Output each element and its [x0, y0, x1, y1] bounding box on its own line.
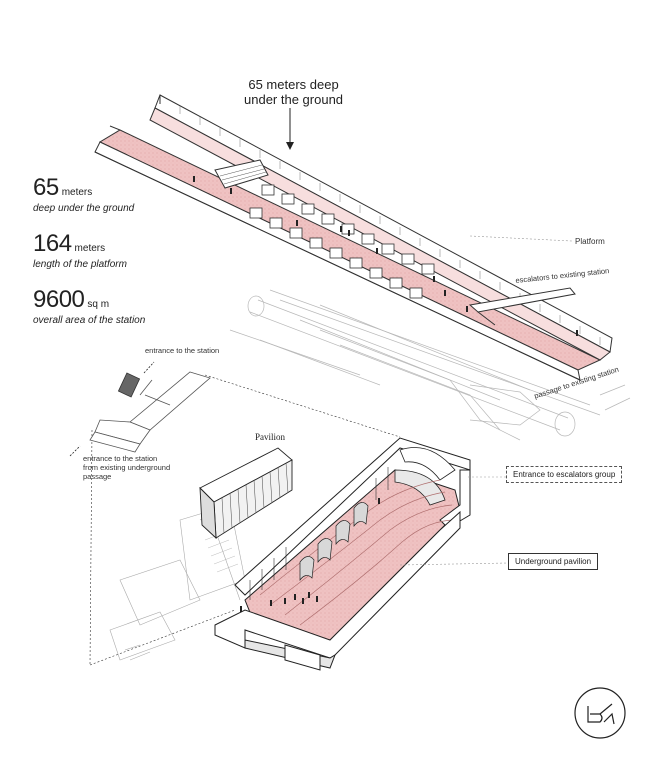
- stat-area-unit: sq m: [87, 299, 110, 310]
- headline-line-2: under the ground: [244, 92, 344, 107]
- entrance-plan: [89, 371, 211, 453]
- stat-length-caption: length of the platform: [33, 259, 127, 270]
- stat-depth-number: 65: [33, 174, 59, 201]
- label-entrance-underground-3: passage: [83, 472, 112, 481]
- platform-wall-corner: [109, 125, 121, 131]
- platform-floor: [98, 129, 602, 371]
- platform-hall: [94, 94, 613, 381]
- platform-far-wall: [154, 94, 613, 353]
- platform-people: [193, 176, 578, 336]
- platform-edge-line: [94, 151, 581, 381]
- pavilion-block: [199, 447, 293, 540]
- stat-area-number: 9600: [33, 286, 85, 313]
- label-entrance-underground-1: entrance to the station: [83, 454, 158, 463]
- stat-area-caption: overall area of the station: [33, 315, 146, 326]
- headline-line-1: 65 meters deep: [248, 77, 339, 92]
- platform-stair-steps: [219, 164, 267, 185]
- label-platform: Platform: [575, 237, 605, 246]
- pavilion-front-wall: [214, 510, 461, 659]
- label-pavilion: Pavilion: [255, 432, 286, 442]
- logo-monogram: [574, 687, 626, 739]
- stat-depth-unit: meters: [61, 187, 93, 198]
- label-underground-pavilion-box: Underground pavilion: [508, 553, 599, 570]
- far-wall-hatching: [179, 106, 601, 345]
- projection-lines: [89, 374, 401, 666]
- escalator-bridge-edge: [477, 311, 496, 326]
- label-entrance-station: entrance to the station: [145, 346, 220, 355]
- pavilion-colonnade: [249, 467, 389, 600]
- pavilion-vaults: [299, 502, 369, 582]
- stat-length-number: 164: [33, 230, 72, 257]
- platform-back-strip: [149, 107, 611, 361]
- stat-length-unit: meters: [74, 243, 106, 254]
- platform-leader-line: [469, 235, 573, 242]
- pavilion-end-block: [284, 644, 321, 671]
- label-entrance-underground-2: from existing underground: [83, 463, 171, 472]
- ghost-tunnels: [229, 289, 631, 441]
- pavilion-people: [240, 498, 380, 612]
- platform-near-wall: [94, 141, 581, 381]
- entrance-arrows: [69, 361, 155, 457]
- label-entrance-underground: entrance to the station from existing un…: [83, 454, 170, 481]
- label-entrance-escalators-box: Entrance to escalators group: [506, 466, 623, 483]
- escalator-bridge: [468, 287, 576, 313]
- stat-depth-caption: deep under the ground: [33, 203, 135, 214]
- platform-stair-block: [214, 159, 269, 189]
- platform-column-blocks: [249, 184, 435, 299]
- underground-pavilion: [214, 437, 471, 671]
- ghost-stair: [204, 531, 239, 573]
- headline: 65 meters deep under the ground: [244, 77, 343, 107]
- headline-arrow-head: [286, 142, 294, 150]
- escalator-arches: [394, 447, 456, 506]
